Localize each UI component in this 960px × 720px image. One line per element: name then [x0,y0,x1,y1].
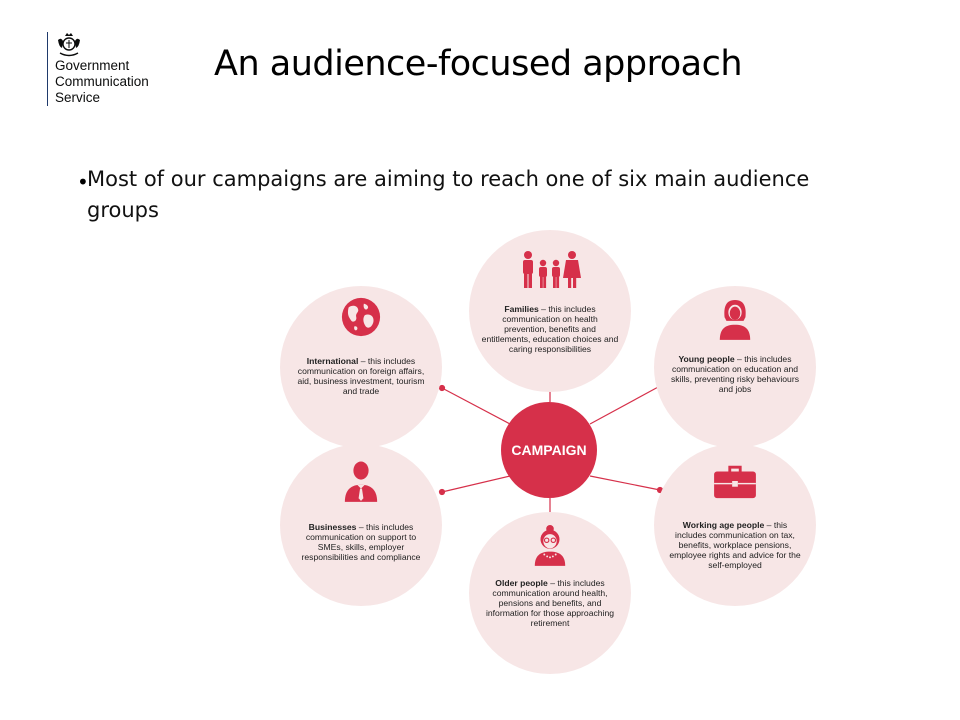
campaign-center-circle: CAMPAIGN [501,402,597,498]
businesses-title: Businesses [308,522,357,532]
logo-line-2: Communication [55,74,149,89]
family-icon [523,251,581,288]
young-person-icon [719,300,751,340]
campaign-label: CAMPAIGN [511,442,587,458]
young-people-description: – this includes communication on educati… [670,354,799,394]
working-age-text: Working age people – this includes commu… [666,520,804,570]
logo-line-1: Government [55,58,130,73]
globe-icon [341,297,381,337]
international-description: – this includes communication on foreign… [297,356,425,396]
bullet-text: Most of our campaigns are aiming to reac… [87,167,810,222]
audience-circle-families: Families – this includes communication o… [469,230,631,392]
working-age-description: – this includes communication on tax, be… [669,520,801,570]
older-people-text: Older people – this includes communicati… [481,578,619,628]
audience-circle-working-age: Working age people – this includes commu… [654,444,816,606]
audience-circle-young-people: Young people – this includes communicati… [654,286,816,448]
families-description: – this includes communication on health … [481,304,619,354]
briefcase-icon [714,465,756,499]
logo-line-3: Service [55,90,101,105]
businesses-text: Businesses – this includes communication… [292,522,430,562]
working-age-title: Working age people [682,520,765,530]
businessman-icon [344,461,378,502]
audience-circle-businesses: Businesses – this includes communication… [280,444,442,606]
international-text: International – this includes communicat… [292,356,430,396]
slide-title: An audience-focused approach [214,44,743,84]
audience-circle-international: International – this includes communicat… [280,286,442,448]
young-people-title: Young people [678,354,735,364]
businesses-description: – this includes communication on support… [301,522,421,562]
audience-diagram: Families – this includes communication o… [270,228,830,678]
logo-text: Government Communication Service [55,58,149,106]
families-text: Families – this includes communication o… [481,304,619,354]
royal-crest-icon [58,33,80,57]
older-people-description: – this includes communication around hea… [485,578,615,628]
families-title: Families [504,304,539,314]
bullet-point-icon: • [77,170,89,194]
young-people-text: Young people – this includes communicati… [666,354,804,394]
older-person-icon [534,525,566,566]
audience-circle-older-people: Older people – this includes communicati… [469,512,631,674]
logo-divider [47,32,48,106]
international-title: International [306,356,359,366]
older-people-title: Older people [495,578,548,588]
